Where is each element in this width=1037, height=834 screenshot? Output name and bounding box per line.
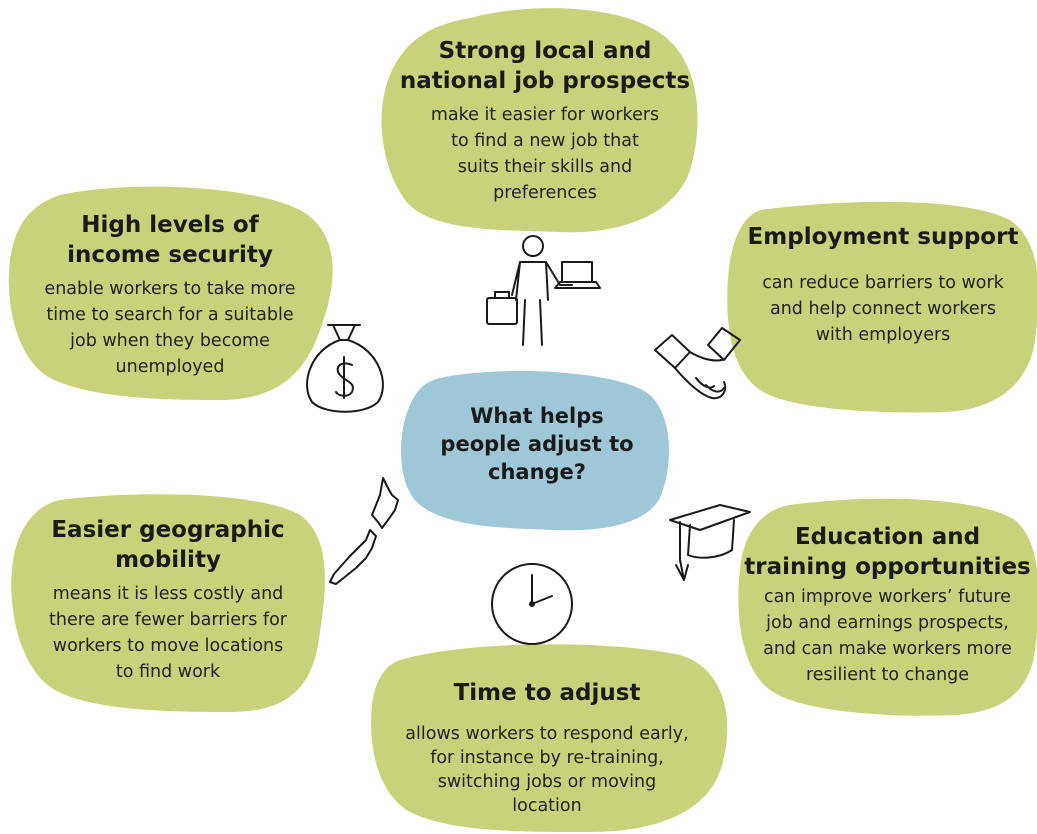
geographic-mobility-desc-line: there are fewer barriers for — [49, 610, 287, 630]
job-prospects-desc-line: make it easier for workers — [430, 105, 660, 125]
geographic-mobility-blob — [11, 494, 325, 712]
time-to-adjust-blob — [370, 644, 728, 832]
job-prospects-desc-line: suits their skills and — [457, 157, 633, 177]
job-prospects-desc-line: preferences — [493, 183, 597, 203]
income-security-desc-line: job when they become — [70, 331, 270, 351]
clock-icon — [491, 563, 573, 645]
income-security-desc-line: time to search for a suitable — [46, 305, 294, 325]
time-to-adjust-description: allows workers to respond early, for ins… — [405, 722, 688, 818]
handshake-icon — [654, 327, 741, 400]
education-training-description: can improve workers’ future job and earn… — [763, 584, 1012, 688]
geographic-mobility-desc-line: workers to move locations — [52, 636, 284, 656]
income-security-text: High levels of income security enable wo… — [10, 210, 330, 380]
geographic-mobility-text: Easier geographic mobility means it is l… — [10, 515, 326, 685]
job-prospects-desc-line: to find a new job that — [451, 131, 639, 151]
job-prospects-description: make it easier for workers to find a new… — [431, 102, 659, 206]
time-to-adjust-desc-line: location — [512, 796, 582, 816]
job-prospects-title-line2: national job prospects — [399, 68, 691, 94]
income-security-title-line1: High levels of — [81, 212, 259, 238]
time-to-adjust-desc-line: switching jobs or moving — [437, 772, 657, 792]
education-training-text: Education and training opportunities can… — [738, 522, 1037, 688]
center-question-line1: What helps — [470, 404, 604, 428]
new-zealand-map-icon — [329, 477, 399, 585]
geographic-mobility-title-line1: Easier geographic — [51, 517, 285, 543]
income-security-desc-line: enable workers to take more — [44, 279, 296, 299]
employment-support-desc-line: can reduce barriers to work — [762, 273, 1004, 293]
employment-support-desc-line: and help connect workers — [769, 299, 996, 319]
time-to-adjust-title: Time to adjust — [453, 680, 641, 706]
education-training-title-line2: training opportunities — [744, 554, 1031, 580]
education-training-title-line1: Education and — [794, 524, 981, 550]
time-to-adjust-desc-line: for instance by re-training, — [430, 748, 664, 768]
job-prospects-blob — [381, 8, 698, 233]
money-bag-icon — [306, 324, 384, 413]
income-security-blob — [8, 186, 333, 400]
job-prospects-text: Strong local and national job prospects … — [395, 36, 695, 206]
employment-support-desc-line: with employers — [815, 325, 951, 345]
geographic-mobility-title-line2: mobility — [115, 547, 221, 573]
center-question-line3: change? — [488, 460, 586, 484]
income-security-desc-line: unemployed — [115, 357, 225, 377]
geographic-mobility-desc-line: to find work — [115, 662, 221, 682]
income-security-title-line2: income security — [67, 242, 273, 268]
education-training-desc-line: resilient to change — [805, 665, 970, 685]
time-to-adjust-text: Time to adjust allows workers to respond… — [372, 678, 722, 818]
center-blob — [400, 371, 670, 531]
graduation-cap-icon — [669, 504, 751, 581]
center-question: What helps people adjust to change? — [432, 402, 642, 486]
geographic-mobility-desc-line: means it is less costly and — [52, 584, 284, 604]
geographic-mobility-description: means it is less costly and there are fe… — [49, 581, 287, 685]
employment-support-blob — [727, 201, 1037, 413]
income-security-description: enable workers to take more time to sear… — [44, 276, 295, 380]
time-to-adjust-desc-line: allows workers to respond early, — [405, 724, 689, 744]
job-prospects-title-line1: Strong local and — [438, 38, 652, 64]
education-training-desc-line: can improve workers’ future — [764, 587, 1011, 607]
employment-support-text: Employment support can reduce barriers t… — [728, 222, 1037, 348]
education-training-desc-line: job and earnings prospects, — [766, 613, 1009, 633]
employment-support-title: Employment support — [747, 224, 1019, 250]
education-training-desc-line: and can make workers more — [763, 639, 1012, 659]
education-training-blob — [738, 498, 1037, 716]
worker-with-briefcase-and-laptop-icon — [486, 235, 601, 346]
employment-support-description: can reduce barriers to work and help con… — [762, 270, 1004, 348]
center-question-line2: people adjust to — [440, 432, 634, 456]
